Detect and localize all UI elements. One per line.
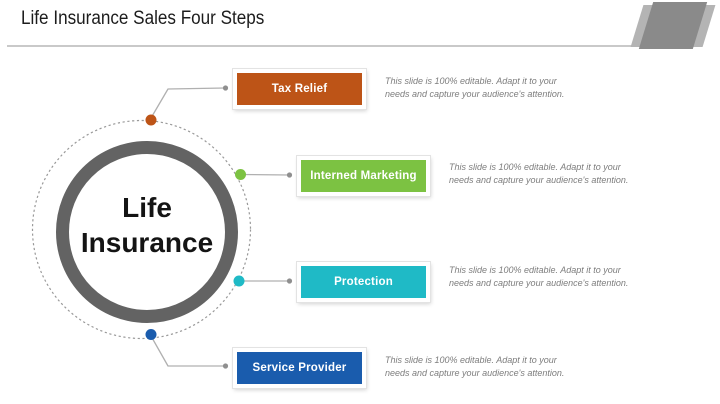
step-box-fill-protection: Protection [301,266,426,298]
step-box-protection[interactable]: Protection [297,262,430,302]
step-label-interned-marketing: Interned Marketing [310,170,417,182]
step-label-tax-relief: Tax Relief [271,83,328,95]
endpoint-dot-protection [286,278,293,284]
step-box-fill-interned-marketing: Interned Marketing [301,160,426,192]
step-label-protection: Protection [334,276,393,288]
title-underline [7,45,648,47]
step-description-tax-relief: This slide is 100% editable. Adapt it to… [385,75,564,100]
step-marker-dot-protection [233,275,245,287]
step-marker-dot-tax-relief [145,114,157,126]
center-label-line2: Insurance [80,227,214,258]
center-circle: Life Insurance [56,141,238,323]
endpoint-dot-tax-relief [222,85,229,91]
connector-interned-marketing [240,173,290,176]
step-description-interned-marketing: This slide is 100% editable. Adapt it to… [449,161,628,186]
step-box-fill-service-provider: Service Provider [237,352,362,384]
center-circle-label: Life Insurance [69,154,225,310]
slide-title: Life Insurance Sales Four Steps [21,8,265,29]
step-marker-dot-service-provider [145,329,157,340]
step-description-line: needs and capture your audience's attent… [385,367,565,378]
step-description-line: needs and capture your audience's attent… [449,174,629,185]
center-label-line1: Life [122,192,172,223]
connector-service-provider [150,335,225,367]
endpoint-dot-interned-marketing [286,172,293,178]
step-box-fill-tax-relief: Tax Relief [237,73,362,105]
step-description-line: needs and capture your audience's attent… [385,88,565,99]
step-description-line: This slide is 100% editable. Adapt it to… [385,76,557,86]
step-description-service-provider: This slide is 100% editable. Adapt it to… [385,354,564,379]
step-description-line: needs and capture your audience's attent… [449,277,629,288]
endpoint-dot-service-provider [222,363,229,369]
step-description-line: This slide is 100% editable. Adapt it to… [449,265,621,275]
step-box-interned-marketing[interactable]: Interned Marketing [297,156,430,196]
step-box-service-provider[interactable]: Service Provider [233,348,366,388]
step-marker-dot-interned-marketing [235,169,246,180]
step-description-line: This slide is 100% editable. Adapt it to… [385,355,557,365]
connector-tax-relief [150,87,226,119]
step-description-line: This slide is 100% editable. Adapt it to… [449,162,621,172]
step-label-service-provider: Service Provider [252,362,347,374]
step-description-protection: This slide is 100% editable. Adapt it to… [449,264,628,289]
dotted-orbit-circle [31,119,252,340]
step-box-tax-relief[interactable]: Tax Relief [233,69,366,109]
